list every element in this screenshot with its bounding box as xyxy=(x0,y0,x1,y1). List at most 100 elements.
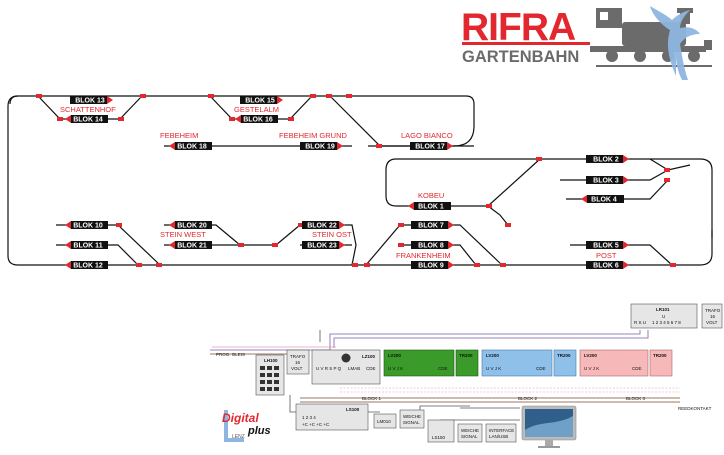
block3-label: BLOCK 3 xyxy=(626,396,646,401)
block-label: BLOK 3 xyxy=(593,178,619,185)
trafo-left xyxy=(286,349,310,375)
block-label: BLOK 8 xyxy=(418,243,444,250)
block-label: BLOK 15 xyxy=(245,98,275,105)
block-b14: BLOK 14 xyxy=(65,115,108,124)
lz100-knob-icon xyxy=(341,353,351,363)
block-label: BLOK 19 xyxy=(305,144,335,151)
block-b23: BLOK 23 xyxy=(302,241,345,250)
block-label: BLOK 18 xyxy=(177,144,207,151)
green-booster xyxy=(383,349,455,377)
green-cde: CDE xyxy=(438,366,448,371)
block-label: BLOK 5 xyxy=(593,243,619,250)
weiche-signal-2 xyxy=(457,423,483,443)
block-b16: BLOK 16 xyxy=(235,115,278,124)
trafo-left-l2: 16 xyxy=(295,360,301,365)
block-b3: BLOK 3 xyxy=(586,176,629,185)
pink-booster xyxy=(579,349,649,377)
block-label: BLOK 23 xyxy=(307,243,337,250)
pink-trafo-label: TR200 xyxy=(653,353,667,358)
trafo-top-l3: VOLT xyxy=(706,320,718,325)
plus-text: plus xyxy=(247,425,271,437)
station-febeheim-grund: FEBEHEIM GRUND xyxy=(279,131,348,140)
block-b2: BLOK 2 xyxy=(586,155,629,164)
lm010-label: LM010 xyxy=(377,419,391,424)
turnout-markers xyxy=(36,94,676,267)
pink-booster-label: LV200 xyxy=(584,353,597,358)
green-booster-label: LV200 xyxy=(388,353,401,358)
block-label: BLOK 6 xyxy=(593,263,619,270)
block-b5: BLOK 5 xyxy=(586,241,629,250)
weiche-signal-1 xyxy=(399,409,425,429)
track-outer-right xyxy=(550,158,713,238)
wiring-diagram: LR101 U R S U 1 2 3 4 5 6 7 8 TRAFO 16 V… xyxy=(210,303,723,448)
block-label: BLOK 21 xyxy=(177,243,207,250)
block-label: BLOK 1 xyxy=(418,204,444,211)
block-b9: BLOK 9 xyxy=(411,261,454,270)
block-label: BLOK 12 xyxy=(73,263,103,270)
block-label: BLOK 17 xyxy=(415,144,445,151)
blue-booster-label: LV200 xyxy=(486,353,499,358)
block-label: BLOK 10 xyxy=(73,223,103,230)
station-schattenhof: SCHATTENHOF xyxy=(60,105,116,114)
lr101-label: LR101 xyxy=(656,307,670,312)
block-b10: BLOK 10 xyxy=(65,221,108,230)
monitor-icon xyxy=(521,405,577,448)
block-label: BLOK 7 xyxy=(418,223,444,230)
block-label: BLOK 22 xyxy=(307,223,337,230)
lr101-u: U xyxy=(662,314,665,319)
block-b1: BLOK 1 xyxy=(408,202,451,211)
block-label: BLOK 4 xyxy=(591,197,617,204)
block-label: BLOK 13 xyxy=(75,98,105,105)
pink-trafo xyxy=(649,349,673,377)
block-b18: BLOK 18 xyxy=(169,142,212,151)
reedkontakt-label: REEDKONTAKT xyxy=(678,406,712,411)
logo-underline xyxy=(462,42,590,45)
station-lago-bianco: LAGO BIANCO xyxy=(401,131,453,140)
block-b17: BLOK 17 xyxy=(410,142,453,151)
prog-gleis-label: PROG. GLEIS xyxy=(216,352,245,357)
logo-subtitle: GARTENBAHN xyxy=(462,48,579,66)
pink-cde: CDE xyxy=(632,366,642,371)
station-kobeu: KOBEU xyxy=(418,191,444,200)
blue-cde: CDE xyxy=(536,366,546,371)
ls100-nums: 1 2 3 4 xyxy=(302,415,316,420)
weiche2-l2: SIGNAL xyxy=(461,434,478,439)
blue-booster xyxy=(481,349,553,377)
block-b11: BLOK 11 xyxy=(65,241,108,250)
station-frankenheim: FRANKENHEIM xyxy=(396,251,451,260)
trafo-top-l1: TRAFO xyxy=(705,308,721,313)
block1-label: BLOCK 1 xyxy=(362,396,382,401)
block-b20: BLOK 20 xyxy=(169,221,212,230)
block-b19: BLOK 19 xyxy=(300,142,343,151)
blue-trafo-label: TR200 xyxy=(557,353,571,358)
trafo-left-l3: VOLT xyxy=(291,366,303,371)
station-post: POST xyxy=(596,251,617,260)
interface-l2: LAN/USB xyxy=(489,434,508,439)
logo-brand: RIFRA xyxy=(461,6,576,49)
rifra-logo: RIFRA GARTENBAHN xyxy=(461,6,712,80)
green-trafo xyxy=(455,349,479,377)
block-b6: BLOK 6 xyxy=(586,261,629,270)
block-b22: BLOK 22 xyxy=(302,221,345,230)
block-label: BLOK 2 xyxy=(593,157,619,164)
lr101-digits: 1 2 3 4 5 6 7 8 xyxy=(652,320,681,325)
block-b4: BLOK 4 xyxy=(581,195,624,204)
blue-uvjk: U V J K xyxy=(486,366,501,371)
weiche1-l2: SIGNAL xyxy=(403,420,420,425)
lz100-label: LZ100 xyxy=(362,354,376,359)
blue-trafo xyxy=(553,349,577,377)
interface-l1: INTERFACE xyxy=(489,428,514,433)
ibex-icon xyxy=(650,6,700,80)
station-febeheim: FEBEHEIM xyxy=(160,131,198,140)
trafo-top-l2: 16 xyxy=(710,314,716,319)
ls150-module xyxy=(427,419,455,443)
lz100-lmab: LMAB xyxy=(348,366,360,371)
block-label: BLOK 20 xyxy=(177,223,207,230)
interface-module xyxy=(485,423,517,443)
ls100-label: LS100 xyxy=(346,407,360,412)
block-b8: BLOK 8 xyxy=(411,241,454,250)
lr101-rsu: R S U xyxy=(634,320,646,325)
block-b7: BLOK 7 xyxy=(411,221,454,230)
